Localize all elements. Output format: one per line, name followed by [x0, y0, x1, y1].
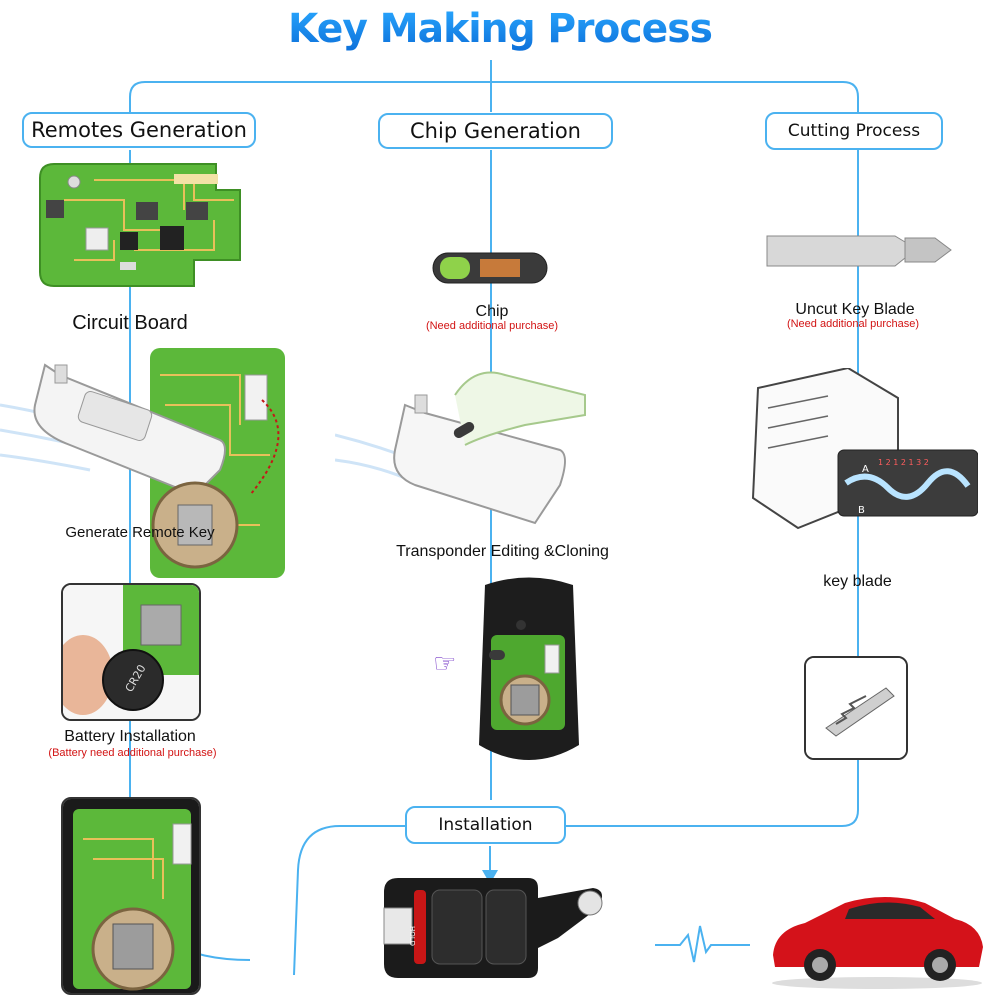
- remote-hold-text: HOLD: [408, 926, 416, 946]
- cutter-label-a: A: [862, 464, 869, 475]
- cutter-label-b: B: [858, 505, 865, 516]
- battery-note: (Battery need additional purchase): [48, 747, 217, 759]
- remotes-generation-header: Remotes Generation: [22, 112, 256, 148]
- key-cutting-machine-image: A B 1 2 1 2 1 3 2: [738, 368, 978, 548]
- uncut-key-blade-label: Uncut Key Blade: [795, 301, 915, 318]
- pointing-hand-icon: ☞: [433, 648, 457, 678]
- generate-remote-key-label: Generate Remote Key: [65, 524, 215, 541]
- cutting-process-header: Cutting Process: [765, 112, 943, 150]
- chip-generation-header: Chip Generation: [378, 113, 613, 149]
- red-car-image: [765, 885, 990, 990]
- chip-image: [432, 252, 548, 284]
- blade-note: (Need additional purchase): [786, 318, 920, 330]
- transponder-label: Transponder Editing &Cloning: [396, 543, 609, 560]
- page-title: Key Making Process: [10, 6, 990, 52]
- circuit-board-image: [34, 160, 248, 290]
- battery-installation-image: CR20: [61, 583, 201, 721]
- transponder-cloning-image: [335, 355, 595, 535]
- battery-installation-label: Battery Installation: [64, 728, 196, 745]
- generate-remote-key-image: [0, 345, 290, 580]
- cutter-digits: 1 2 1 2 1 3 2: [878, 458, 929, 467]
- uncut-key-blade-image: [765, 228, 955, 272]
- chip-note: (Need additional purchase): [425, 320, 559, 332]
- installed-circuit-image: [61, 797, 201, 995]
- installation-box: Installation: [405, 806, 566, 844]
- cut-key-blade-image: [804, 656, 908, 760]
- open-remote-image: [475, 575, 583, 770]
- finished-remote-key-image: HOLD: [378, 868, 610, 986]
- key-blade-label: key blade: [823, 573, 892, 590]
- chip-label: Chip: [475, 303, 509, 320]
- circuit-board-label: Circuit Board: [72, 312, 188, 334]
